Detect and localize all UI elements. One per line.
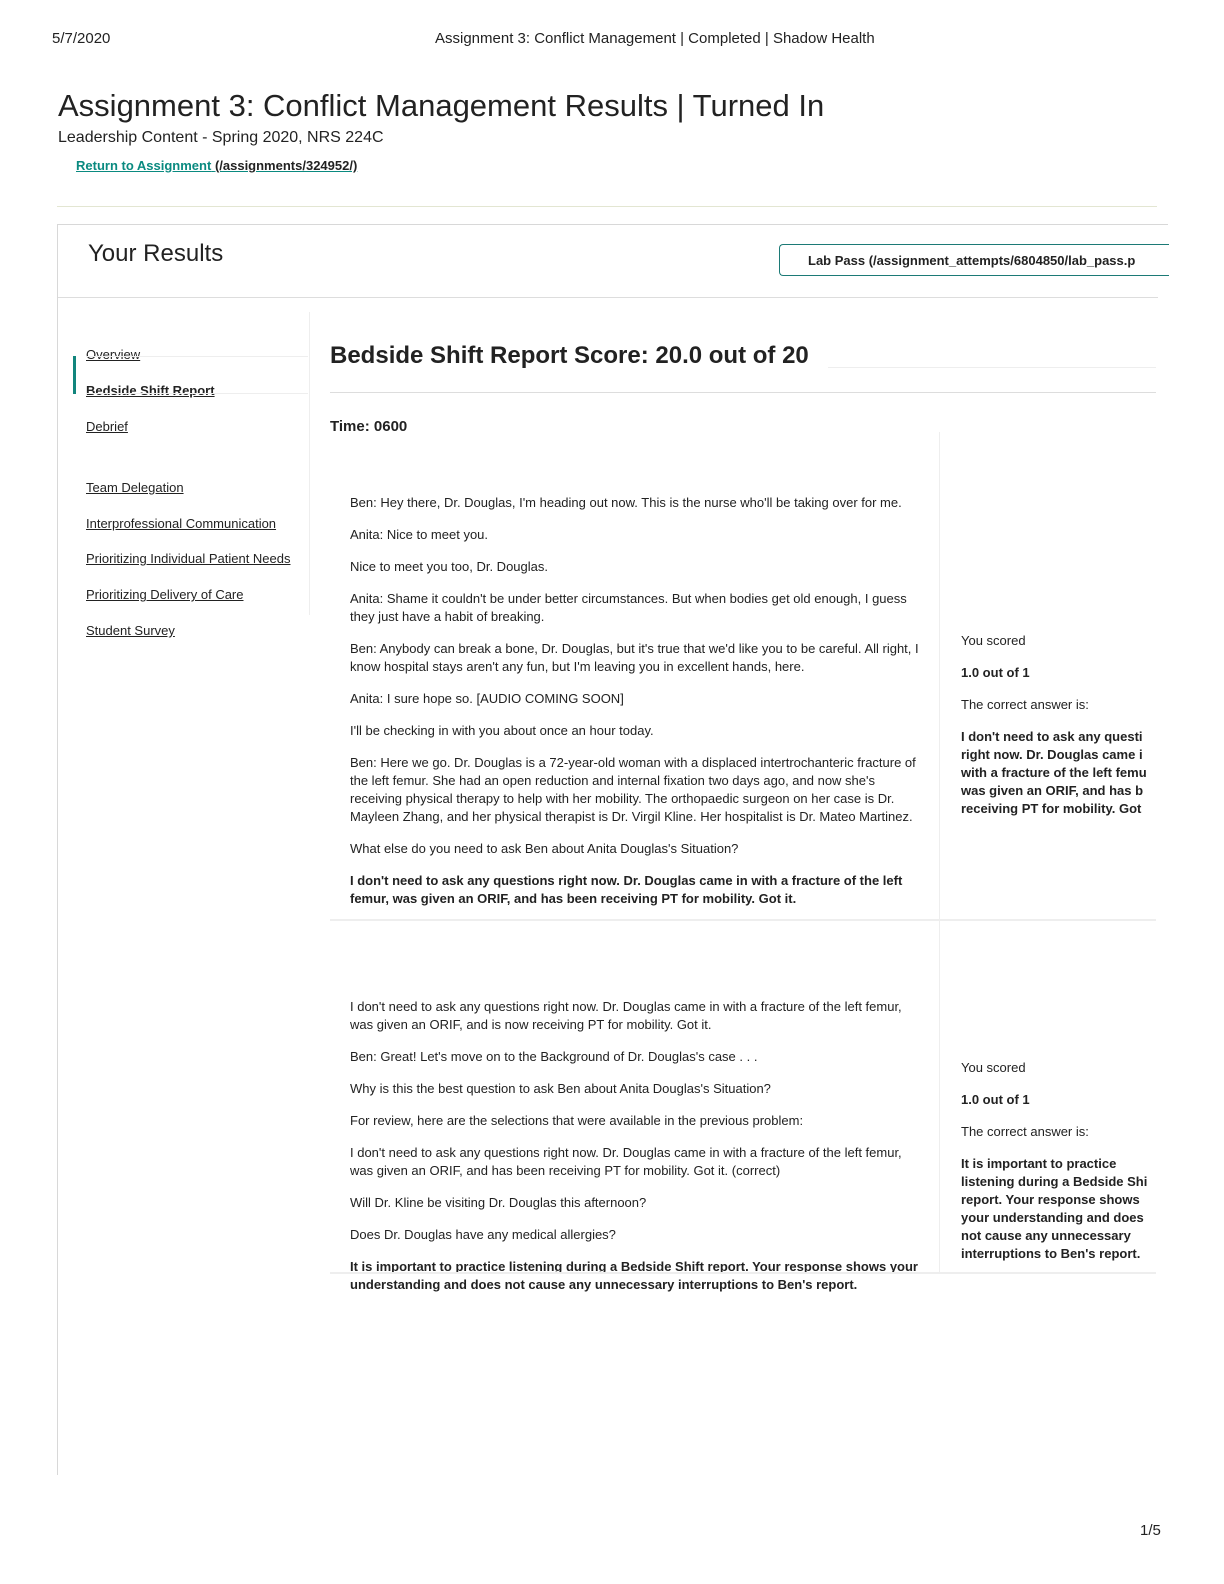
print-title: Assignment 3: Conflict Management | Comp… — [435, 30, 875, 47]
dialogue-line: I'll be checking in with you about once … — [350, 723, 654, 738]
return-link-url: (/assignments/324952/) — [214, 158, 358, 173]
you-scored-label: You scored — [961, 1060, 1026, 1075]
results-heading: Your Results — [88, 240, 224, 267]
page-number: 1/5 — [1140, 1522, 1161, 1539]
page-title: Assignment 3: Conflict Management Result… — [58, 88, 825, 123]
dialogue-line: Nice to meet you too, Dr. Douglas. — [350, 559, 548, 574]
score-panel: You scored 1.0 out of 1 The correct answ… — [961, 1059, 1161, 1277]
question-prompt: What else do you need to ask Ben about A… — [350, 841, 739, 856]
option: I don't need to ask any questions right … — [350, 1145, 902, 1178]
nav-debrief[interactable]: Debrief — [86, 419, 128, 434]
dialogue-line: Anita: I sure hope so. [AUDIO COMING SOO… — [350, 691, 624, 706]
correct-answer: It is important to practice listening du… — [961, 1156, 1148, 1261]
time-label: Time: 0600 — [330, 418, 408, 435]
correct-answer-label: The correct answer is: — [961, 1124, 1089, 1139]
score-value: 1.0 out of 1 — [961, 1092, 1030, 1107]
question-prompt: Why is this the best question to ask Ben… — [350, 1081, 771, 1096]
nav-team-delegation[interactable]: Team Delegation — [86, 480, 184, 495]
score-panel: You scored 1.0 out of 1 The correct answ… — [961, 632, 1161, 832]
lab-pass-button[interactable]: Lab Pass (/assignment_attempts/6804850/l… — [779, 244, 1169, 276]
you-scored-label: You scored — [961, 633, 1026, 648]
section-title: Bedside Shift Report Score: 20.0 out of … — [330, 342, 809, 369]
option: Will Dr. Kline be visiting Dr. Douglas t… — [350, 1195, 647, 1210]
question-block: I don't need to ask any questions right … — [350, 998, 920, 1308]
results-card — [57, 224, 1168, 1475]
correct-answer-label: The correct answer is: — [961, 697, 1089, 712]
explanation: It is important to practice listening du… — [350, 1259, 918, 1292]
dialogue-line: For review, here are the selections that… — [350, 1113, 804, 1128]
score-value: 1.0 out of 1 — [961, 665, 1030, 680]
nav-bedside-shift-report[interactable]: Bedside Shift Report — [86, 383, 215, 398]
nav-student-survey[interactable]: Student Survey — [86, 623, 175, 638]
student-answer: I don't need to ask any questions right … — [350, 873, 903, 906]
return-link-label: Return to Assignment — [76, 158, 212, 173]
divider — [330, 1272, 1156, 1274]
dialogue-line: Ben: Here we go. Dr. Douglas is a 72-yea… — [350, 755, 916, 824]
nav-interprofessional-communication[interactable]: Interprofessional Communication — [86, 516, 277, 531]
divider — [828, 367, 1156, 368]
divider — [57, 206, 1157, 207]
return-to-assignment-link[interactable]: Return to Assignment (/assignments/32495… — [76, 158, 357, 173]
divider — [86, 393, 308, 394]
nav-overview[interactable]: Overview — [86, 347, 141, 362]
active-indicator — [73, 356, 76, 394]
dialogue-line: Ben: Great! Let's move on to the Backgro… — [350, 1049, 758, 1064]
option: Does Dr. Douglas have any medical allerg… — [350, 1227, 616, 1242]
dialogue-line: I don't need to ask any questions right … — [350, 999, 902, 1032]
question-block: Ben: Hey there, Dr. Douglas, I'm heading… — [350, 494, 920, 922]
dialogue-line: Ben: Hey there, Dr. Douglas, I'm heading… — [350, 495, 902, 510]
print-date: 5/7/2020 — [52, 30, 111, 47]
divider — [330, 919, 1156, 921]
divider — [86, 356, 308, 357]
dialogue-line: Anita: Shame it couldn't be under better… — [350, 591, 907, 624]
divider — [309, 312, 310, 615]
nav-prioritizing-delivery-of-care[interactable]: Prioritizing Delivery of Care — [86, 587, 244, 602]
column-divider — [939, 432, 940, 1272]
dialogue-line: Ben: Anybody can break a bone, Dr. Dougl… — [350, 641, 919, 674]
nav-prioritizing-individual-patient-needs[interactable]: Prioritizing Individual Patient Needs — [86, 551, 291, 566]
course-subtitle: Leadership Content - Spring 2020, NRS 22… — [58, 129, 384, 146]
divider — [58, 297, 1158, 298]
correct-answer: I don't need to ask any questi right now… — [961, 729, 1147, 816]
divider — [330, 392, 1156, 393]
dialogue-line: Anita: Nice to meet you. — [350, 527, 489, 542]
